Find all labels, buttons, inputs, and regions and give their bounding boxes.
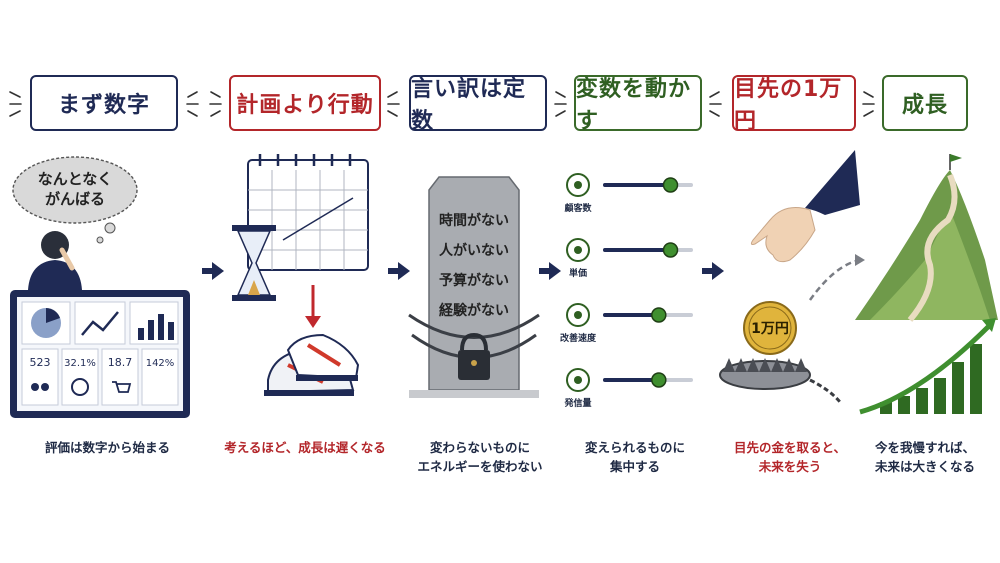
slider-fill bbox=[603, 313, 659, 317]
stat-value-2: 32.1% bbox=[64, 358, 96, 369]
slider-knob[interactable] bbox=[662, 242, 679, 258]
slider-knob[interactable] bbox=[662, 177, 679, 193]
growth-bar-chart-icon bbox=[859, 318, 996, 415]
slider-label: 改善速度 bbox=[560, 332, 597, 344]
excuse-4: 経験がない bbox=[439, 302, 509, 319]
caption-line: 未来は大きくなる bbox=[874, 459, 975, 474]
excuse-1: 時間がない bbox=[439, 212, 509, 229]
cart-icon bbox=[566, 238, 590, 262]
dashboard-monitor: 523 32.1% 18.7 142% bbox=[10, 290, 190, 418]
caption-numbers: 評価は数字から始まる bbox=[15, 438, 200, 457]
panel-numbers: なんとなく がんばる 523 32.1% 18.7 142% bbox=[10, 156, 190, 418]
caption-line: 目先の金を取ると、 bbox=[733, 440, 846, 455]
caption-line: 集中する bbox=[609, 459, 660, 474]
stone-tablet: 時間がない 人がいない 予算がない 経験がない bbox=[428, 176, 520, 391]
mountain-icon bbox=[855, 154, 998, 322]
stat-value-4: 142% bbox=[146, 358, 175, 369]
megaphone-icon bbox=[566, 368, 590, 392]
title-decorations bbox=[9, 91, 875, 117]
flow-arrow-4 bbox=[702, 262, 724, 280]
slider-fill bbox=[603, 248, 671, 252]
slider-2[interactable]: 単価 bbox=[566, 238, 693, 279]
caption-excuses: 変わらないものに エネルギーを使わない bbox=[400, 438, 560, 476]
caption-growth: 今を我慢すれば、 未来は大きくなる bbox=[855, 438, 995, 476]
bear-trap-icon bbox=[719, 358, 842, 403]
padlock-icon bbox=[458, 332, 490, 380]
step-title-numbers-first: まず数字 bbox=[30, 75, 178, 131]
caption-line: 考えるほど、成長は遅くなる bbox=[224, 440, 386, 455]
coin-label: 1万円 bbox=[751, 321, 789, 337]
step-title-action-over-plan: 計画より行動 bbox=[229, 75, 381, 131]
slider-1[interactable]: 顧客数 bbox=[564, 173, 693, 214]
people-icon bbox=[566, 173, 590, 197]
flow-arrow-1 bbox=[202, 262, 224, 280]
caption-line: 変わらないものに bbox=[429, 440, 530, 455]
caption-action: 考えるほど、成長は遅くなる bbox=[210, 438, 400, 457]
caption-short-term: 目先の金を取ると、 未来を失う bbox=[715, 438, 865, 476]
down-arrow-icon bbox=[305, 285, 321, 328]
flow-arrow-3 bbox=[539, 262, 561, 280]
caption-line: 変えられるものに bbox=[584, 440, 685, 455]
excuse-3: 予算がない bbox=[439, 272, 509, 289]
caption-line: 未来を失う bbox=[758, 459, 822, 474]
slider-label: 顧客数 bbox=[564, 202, 592, 214]
calendar-icon bbox=[247, 154, 369, 271]
panel-growth bbox=[855, 154, 998, 415]
flow-arrow-2 bbox=[388, 262, 410, 280]
slider-knob[interactable] bbox=[651, 372, 667, 388]
step-title-growth: 成長 bbox=[882, 75, 968, 131]
slider-label: 単価 bbox=[569, 267, 587, 279]
slider-fill bbox=[603, 378, 659, 382]
hourglass-icon bbox=[232, 225, 276, 301]
slider-3[interactable]: 改善速度 bbox=[560, 303, 693, 344]
thinking-person bbox=[28, 231, 82, 290]
slider-fill bbox=[603, 183, 671, 187]
caption-variables: 変えられるものに 集中する bbox=[565, 438, 705, 476]
slider-knob[interactable] bbox=[651, 307, 667, 323]
panel-short-term-money: 1万円 bbox=[719, 150, 865, 403]
reaching-hand-icon bbox=[750, 150, 860, 263]
slider-label: 発信量 bbox=[563, 397, 591, 409]
slider-4[interactable]: 発信量 bbox=[563, 368, 693, 409]
caption-line: エネルギーを使わない bbox=[417, 459, 543, 474]
panel-excuses: 時間がない 人がいない 予算がない 経験がない bbox=[408, 176, 540, 398]
panel-action bbox=[232, 154, 369, 396]
step-title-short-term-money: 目先の1万円 bbox=[732, 75, 856, 134]
cloud-text-1: なんとなく bbox=[38, 170, 113, 188]
cloud-text-2: がんばる bbox=[45, 190, 105, 208]
running-shoes-icon bbox=[264, 333, 360, 396]
dashed-arrow-icon bbox=[808, 254, 865, 301]
stat-value-3: 18.7 bbox=[108, 356, 133, 369]
coin-icon: 1万円 bbox=[743, 301, 797, 355]
stat-value-1: 523 bbox=[30, 356, 51, 369]
excuse-2: 人がいない bbox=[439, 242, 509, 259]
caption-line: 評価は数字から始まる bbox=[44, 440, 170, 455]
thought-cloud: なんとなく がんばる bbox=[12, 156, 138, 244]
caption-line: 今を我慢すれば、 bbox=[874, 440, 975, 455]
step-title-move-variables: 変数を動かす bbox=[574, 75, 702, 134]
refresh-icon bbox=[566, 303, 590, 327]
step-title-excuses-constant: 言い訳は定数 bbox=[409, 75, 547, 134]
